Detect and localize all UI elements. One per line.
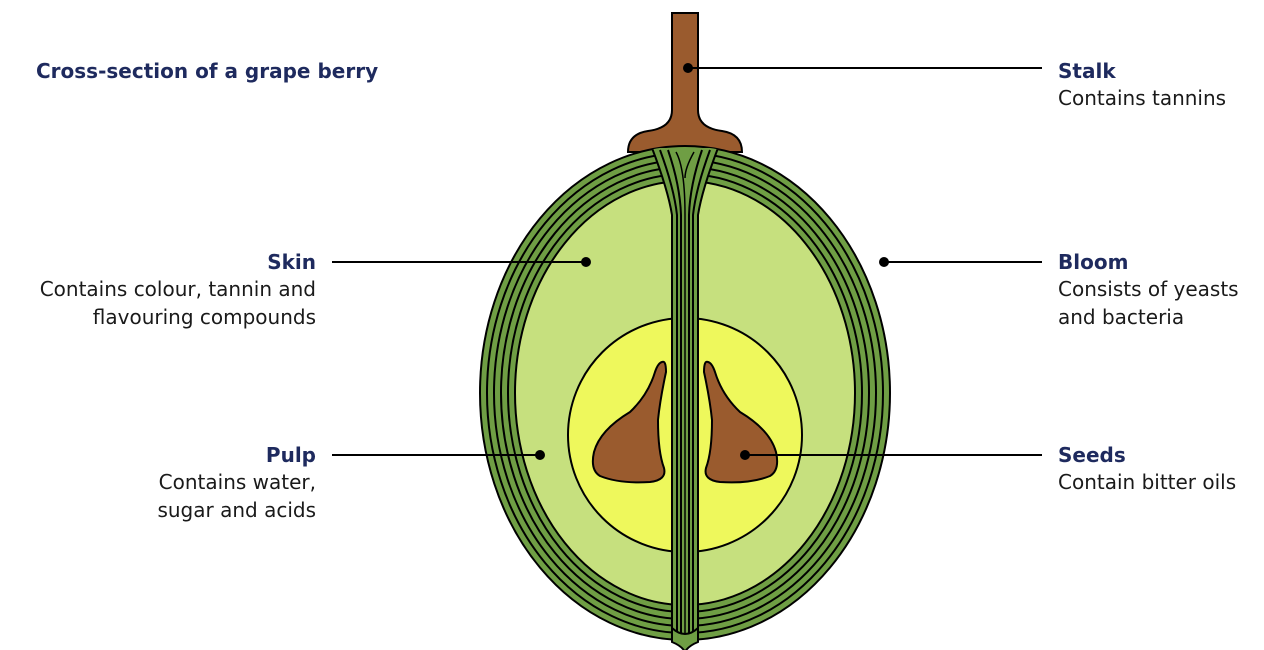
pulp-marker-dot: [535, 450, 545, 460]
seeds-name: Seeds: [1058, 442, 1258, 468]
stalk-label: Stalk Contains tannins: [1058, 58, 1258, 112]
bloom-desc-line: and bacteria: [1058, 303, 1258, 331]
bloom-desc-line: Consists of yeasts: [1058, 275, 1258, 303]
skin-name: Skin: [0, 249, 316, 275]
seeds-desc-line: Contain bitter oils: [1058, 468, 1258, 496]
bloom-label: Bloom Consists of yeasts and bacteria: [1058, 249, 1258, 331]
skin-marker-dot: [581, 257, 591, 267]
pulp-desc-line: Contains water,: [0, 468, 316, 496]
bloom-marker-dot: [879, 257, 889, 267]
bloom-name: Bloom: [1058, 249, 1258, 275]
pulp-desc-line: sugar and acids: [0, 496, 316, 524]
skin-desc-line: Contains colour, tannin and: [0, 275, 316, 303]
seeds-marker-dot: [740, 450, 750, 460]
skin-desc-line: flavouring compounds: [0, 303, 316, 331]
stalk-desc-line: Contains tannins: [1058, 84, 1258, 112]
stalk-shape: [628, 13, 742, 152]
stalk-name: Stalk: [1058, 58, 1258, 84]
seeds-label: Seeds Contain bitter oils: [1058, 442, 1258, 496]
skin-label: Skin Contains colour, tannin and flavour…: [0, 249, 316, 331]
pulp-name: Pulp: [0, 442, 316, 468]
pulp-label: Pulp Contains water, sugar and acids: [0, 442, 316, 524]
stalk-marker-dot: [683, 63, 693, 73]
